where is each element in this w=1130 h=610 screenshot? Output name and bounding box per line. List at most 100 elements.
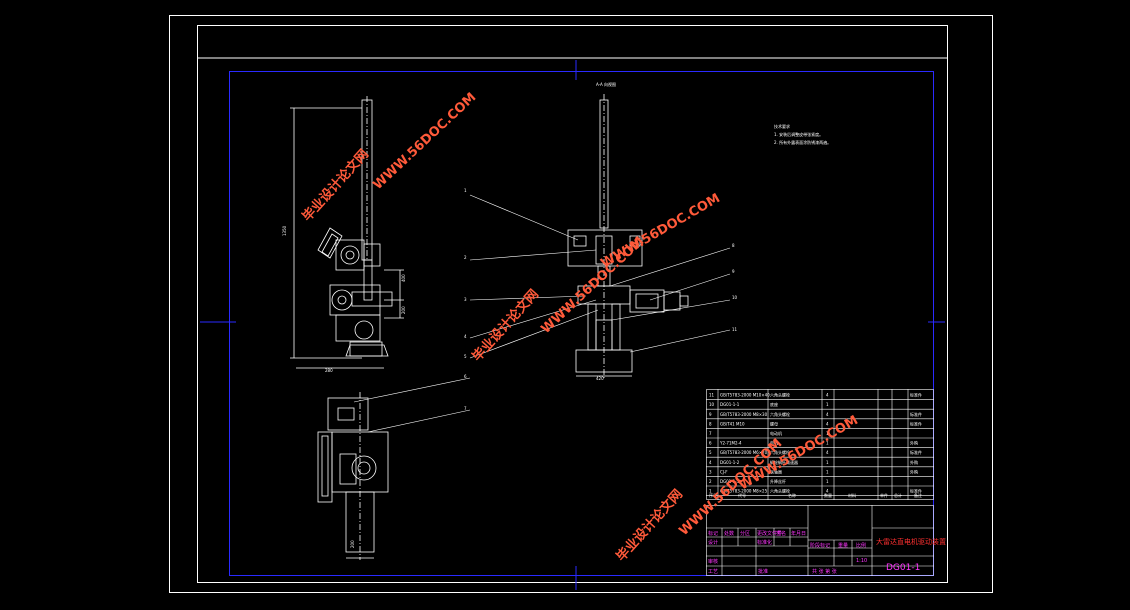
tech-req-line-2: 2. 所有外露表面涂防锈漆两遍。 bbox=[774, 139, 831, 145]
view-title: A-A 向视图 bbox=[596, 81, 616, 87]
parts-cell-note: 标准件 bbox=[910, 392, 922, 398]
tb-label-mark: 标记 bbox=[708, 530, 718, 537]
watermark-url-1: WWW.56DOC.COM bbox=[370, 90, 479, 193]
parts-list-header: 序号 代号 名称 数量 材料 单件 总计 备注 bbox=[709, 492, 922, 498]
parts-cell-name: 六角头螺栓 bbox=[770, 411, 790, 417]
parts-cell-code: GB/T5783-2000 M10×40 bbox=[720, 393, 770, 398]
part-number-1: 1 bbox=[464, 188, 467, 193]
part-number-7: 7 bbox=[464, 406, 467, 411]
watermark-url-3: WWW.56DOC.COM bbox=[599, 191, 723, 271]
drawing-title: 大雷达直电机驱动装置 bbox=[876, 537, 946, 546]
parts-cell-no: 4 bbox=[709, 460, 712, 465]
tb-label-design: 设计 bbox=[708, 539, 718, 546]
parts-cell-code: GB/T5783-2000 M8×25 bbox=[720, 489, 768, 494]
parts-cell-qty: 1 bbox=[826, 479, 829, 484]
tb-label-approve: 批准 bbox=[758, 568, 768, 575]
parts-cell-name: 螺母 bbox=[770, 420, 778, 426]
parts-cell-qty: 4 bbox=[826, 421, 829, 426]
parts-cell-qty: 4 bbox=[826, 489, 829, 494]
middle-front-view bbox=[567, 94, 689, 380]
parts-list-table bbox=[706, 389, 934, 500]
header-note: 备注 bbox=[914, 492, 922, 498]
parts-cell-note: 标准件 bbox=[910, 449, 922, 455]
title-block bbox=[706, 505, 934, 576]
tb-label-zone: 分区 bbox=[740, 530, 750, 537]
part-number-10: 10 bbox=[732, 295, 738, 300]
header-name: 名称 bbox=[788, 492, 796, 498]
tb-label-craft: 工艺 bbox=[708, 569, 718, 575]
parts-cell-no: 7 bbox=[709, 431, 712, 436]
parts-cell-code: GB/T5783-2000 M8×30 bbox=[720, 412, 768, 417]
dim-left-height: 1350 bbox=[282, 225, 287, 236]
parts-cell-name: 六角头螺栓 bbox=[770, 488, 790, 494]
header-qty: 数量 bbox=[824, 492, 832, 498]
parts-cell-name: 联轴器 bbox=[770, 468, 782, 474]
tb-label-weight: 重量 bbox=[838, 542, 848, 549]
header-material: 材料 bbox=[848, 492, 856, 498]
parts-cell-no: 9 bbox=[709, 412, 712, 417]
left-side-view bbox=[290, 96, 404, 369]
parts-cell-name: 电机 bbox=[770, 440, 778, 446]
tech-req-title: 技术要求 bbox=[774, 123, 790, 129]
tb-label-scale: 比例 bbox=[856, 542, 866, 549]
parts-cell-name: 蜗轮蜗杆减速器 bbox=[770, 459, 798, 465]
title-block-labels: 标记 处数 分区 更改文件号 签名 年月日 设计 标准化 审核 工艺 批准 阶段… bbox=[708, 530, 867, 575]
tb-scale-value: 1:10 bbox=[856, 558, 867, 564]
parts-cell-code: Y2-71M2-4 bbox=[719, 441, 742, 446]
parts-cell-no: 11 bbox=[709, 393, 715, 398]
parts-cell-no: 10 bbox=[709, 402, 715, 407]
part-number-3: 3 bbox=[464, 297, 467, 302]
parts-cell-qty: 1 bbox=[826, 469, 829, 474]
tb-label-date: 年月日 bbox=[791, 530, 806, 537]
part-number-9: 9 bbox=[732, 269, 735, 274]
header-total-weight: 总计 bbox=[894, 492, 902, 498]
outer-sheet-border bbox=[169, 15, 993, 593]
parts-cell-code: GB/T5783-2000 M6×20 bbox=[720, 450, 768, 455]
leader-lines bbox=[353, 194, 731, 433]
header-unit-weight: 单件 bbox=[880, 492, 888, 498]
part-number-2: 2 bbox=[464, 255, 467, 260]
parts-cell-note: 外购 bbox=[910, 459, 918, 465]
header-code: 代号 bbox=[738, 492, 746, 498]
tb-label-sign: 签名 bbox=[776, 530, 786, 537]
parts-cell-no: 3 bbox=[709, 469, 712, 474]
parts-cell-qty: 1 bbox=[826, 431, 829, 436]
parts-cell-qty: 4 bbox=[826, 412, 829, 417]
watermark-brand-1: 毕业设计论文网 bbox=[299, 146, 372, 224]
parts-cell-no: 5 bbox=[709, 450, 712, 455]
tb-label-stage-mark: 阶段标记 bbox=[810, 542, 830, 549]
parts-cell-note: 标准件 bbox=[910, 420, 922, 426]
tb-label-review: 审核 bbox=[708, 558, 718, 565]
parts-cell-qty: 4 bbox=[826, 393, 829, 398]
parts-cell-no: 1 bbox=[709, 489, 712, 494]
bottom-plan-view bbox=[317, 392, 389, 560]
parts-cell-code: CJ-F bbox=[720, 469, 728, 474]
part-number-5: 5 bbox=[464, 354, 467, 359]
drawing-frame bbox=[197, 25, 948, 583]
dim-left-base: 280 bbox=[325, 368, 333, 373]
tb-label-sheet: 共 张 第 张 bbox=[812, 568, 837, 575]
sheet-frames bbox=[169, 15, 993, 593]
parts-cell-note: 外购 bbox=[910, 468, 918, 474]
tb-label-change-doc: 更改文件号 bbox=[757, 530, 782, 537]
part-number-11: 11 bbox=[732, 327, 738, 332]
part-number-6: 6 bbox=[464, 374, 467, 379]
dim-bottom-width: 200 bbox=[350, 540, 355, 548]
parts-cell-note: 外购 bbox=[910, 440, 918, 446]
parts-cell-note: 标准件 bbox=[910, 488, 922, 494]
parts-cell-no: 8 bbox=[709, 421, 712, 426]
parts-cell-note: 标准件 bbox=[910, 411, 922, 417]
dim-left-pitch-lower: 200 bbox=[401, 306, 406, 314]
parts-cell-qty: 1 bbox=[826, 402, 829, 407]
parts-cell-qty: 1 bbox=[826, 441, 829, 446]
dim-mid-base: 420 bbox=[596, 376, 604, 381]
part-number-4: 4 bbox=[464, 334, 467, 339]
drawing-number: DG01-1 bbox=[886, 563, 920, 573]
tb-label-count: 处数 bbox=[724, 530, 734, 537]
parts-cell-name: 六角头螺栓 bbox=[770, 392, 790, 398]
tech-req-line-1: 1. 安装后调整皮带张紧度。 bbox=[774, 131, 823, 137]
dim-left-pitch-upper: 400 bbox=[401, 274, 406, 282]
watermark-brand-2: 毕业设计论文网 bbox=[469, 286, 542, 364]
